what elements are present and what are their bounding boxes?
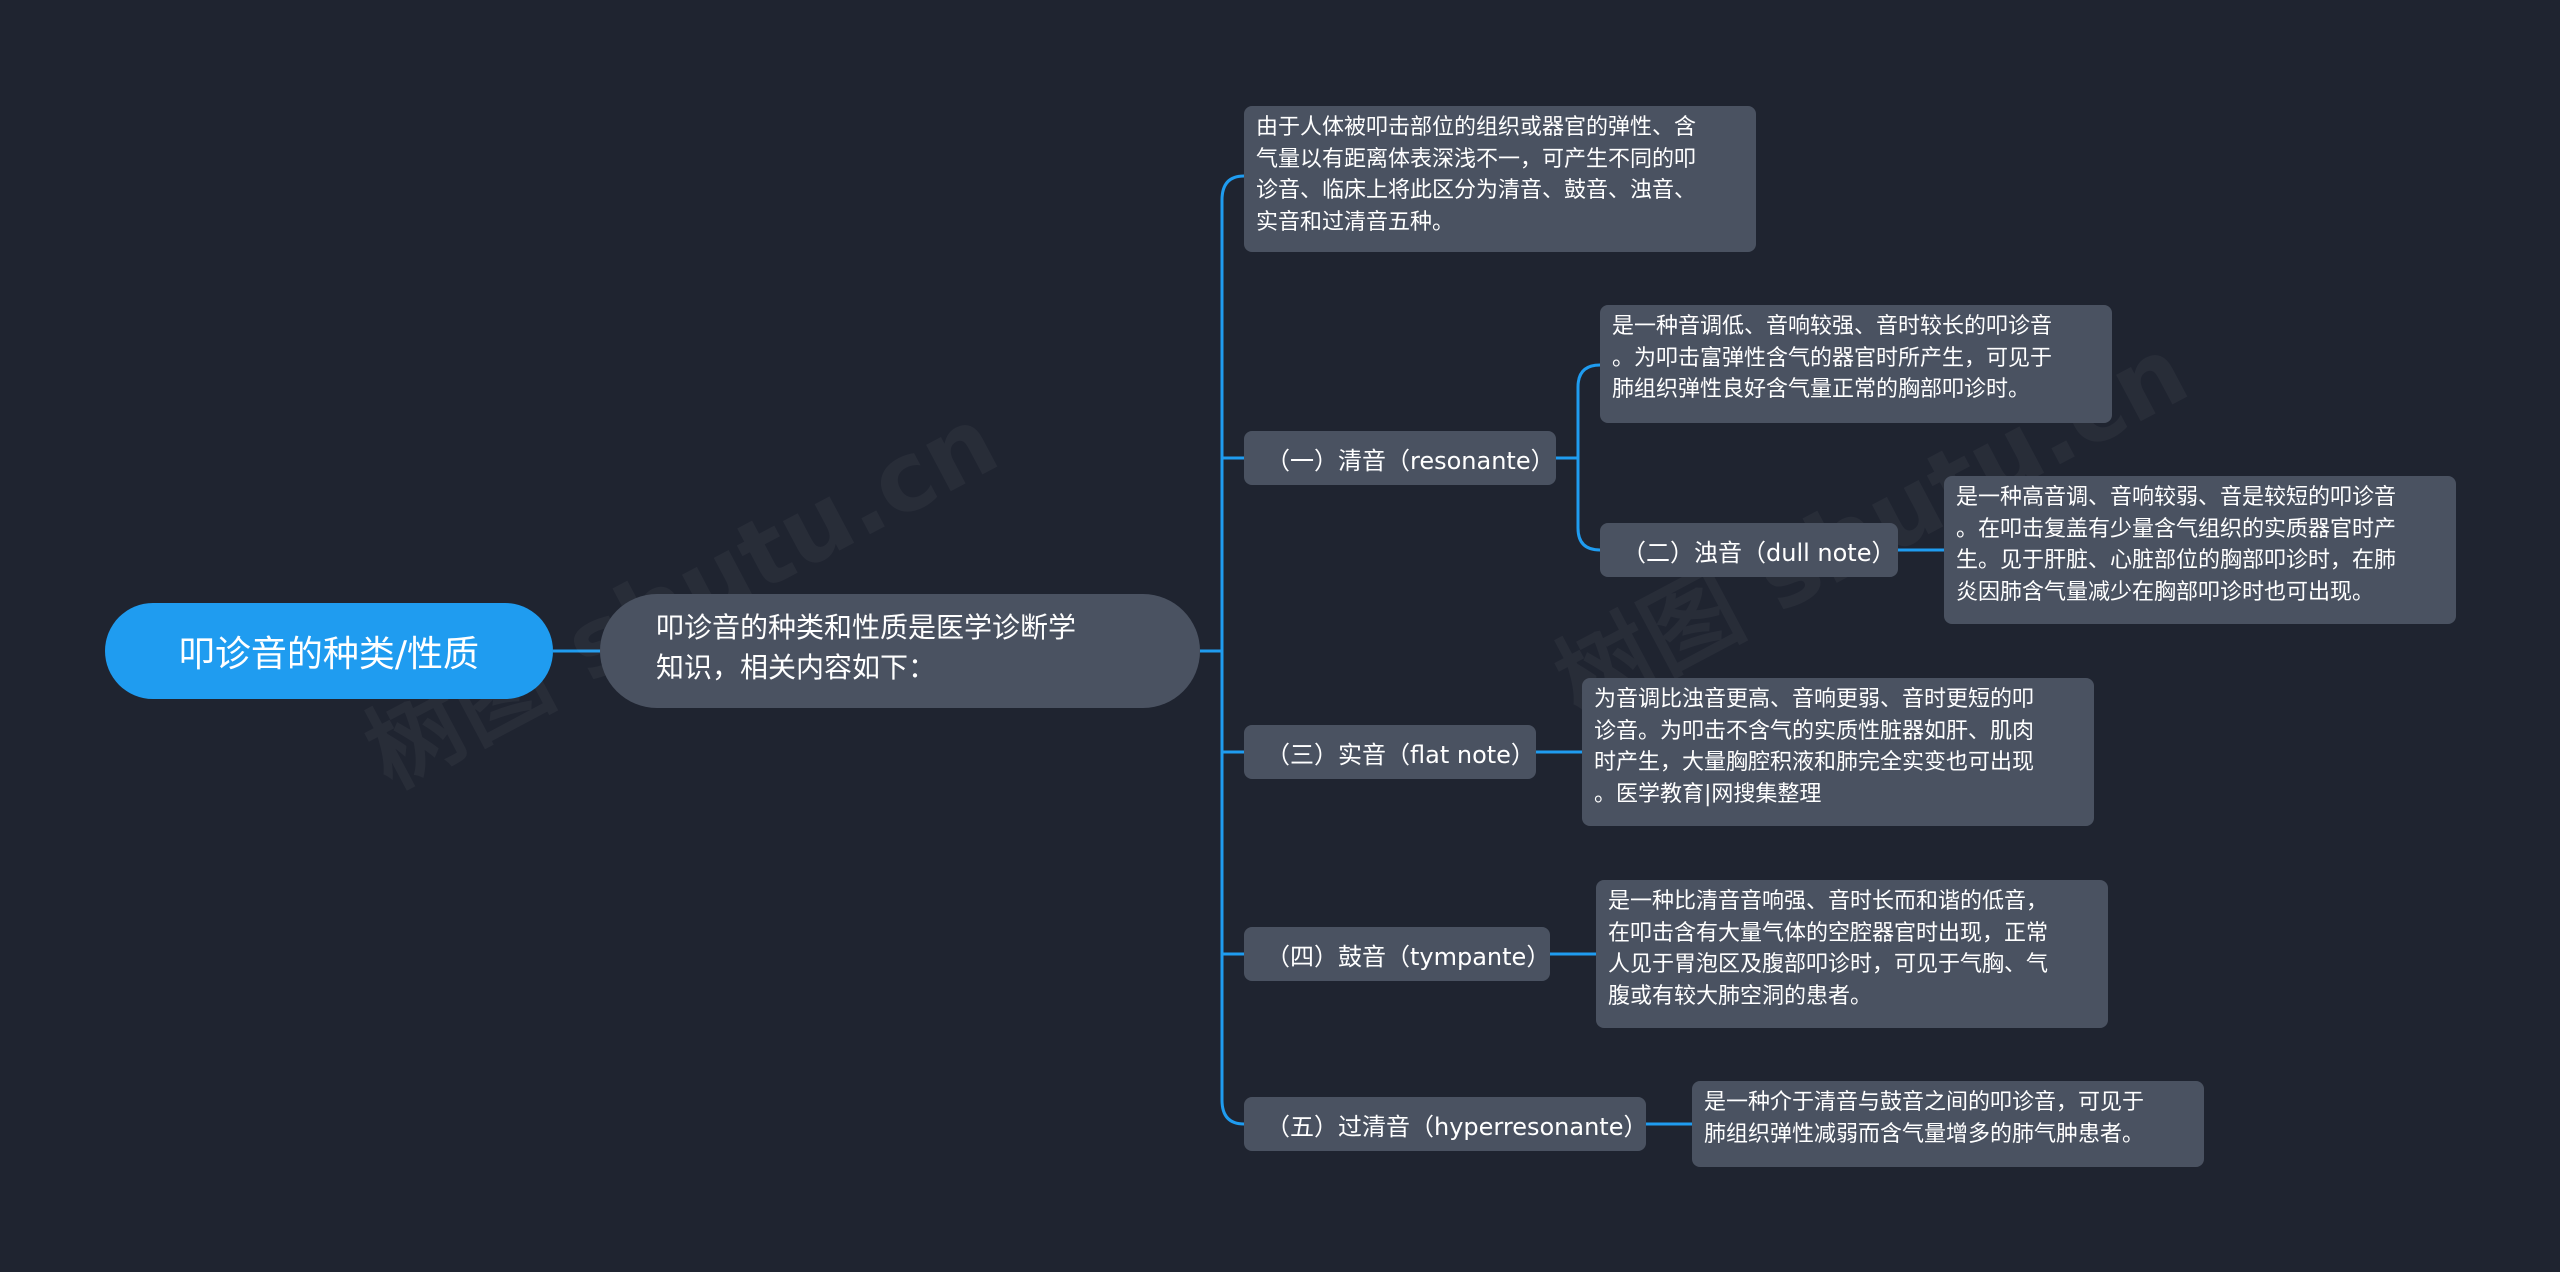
intro-text-node[interactable]: 由于人体被叩击部位的组织或器官的弹性、含 气量以有距离体表深浅不一，可产生不同的… <box>1244 106 1756 252</box>
root-node[interactable]: 叩诊音的种类/性质 <box>105 603 553 699</box>
branch-tympante[interactable]: （四）鼓音（tympante） <box>1244 927 1550 981</box>
desc-tympante[interactable]: 是一种比清音音响强、音时长而和谐的低音， 在叩击含有大量气体的空腔器官时出现，正… <box>1596 880 2108 1028</box>
branch-flat-note[interactable]: （三）实音（flat note） <box>1244 725 1536 779</box>
connector-b1-split <box>1576 363 1601 552</box>
connector-trunk <box>1220 174 1245 1126</box>
desc-dull-note[interactable]: 是一种高音调、音响较弱、音是较短的叩诊音 。在叩击复盖有少量含气组织的实质器官时… <box>1944 476 2456 624</box>
desc-hyperresonante[interactable]: 是一种介于清音与鼓音之间的叩诊音，可见于 肺组织弹性减弱而含气量增多的肺气肿患者… <box>1692 1081 2204 1167</box>
branch-resonante[interactable]: （一）清音（resonante） <box>1244 431 1556 485</box>
desc-resonante[interactable]: 是一种音调低、音响较强、音时较长的叩诊音 。为叩击富弹性含气的器官时所产生，可见… <box>1600 305 2112 423</box>
branch-hyperresonante[interactable]: （五）过清音（hyperresonante） <box>1244 1097 1647 1151</box>
center-topic[interactable]: 叩诊音的种类和性质是医学诊断学 知识，相关内容如下： <box>600 594 1200 708</box>
branch-dull-note[interactable]: （二）浊音（dull note） <box>1600 523 1898 577</box>
desc-flat-note[interactable]: 为音调比浊音更高、音响更弱、音时更短的叩 诊音。为叩击不含气的实质性脏器如肝、肌… <box>1582 678 2094 826</box>
